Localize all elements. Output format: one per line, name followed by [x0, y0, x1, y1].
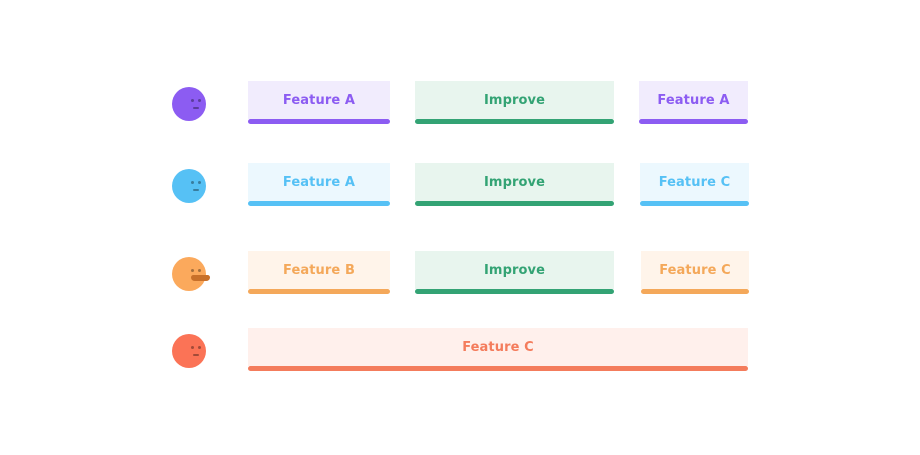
feature-block[interactable]: Feature B [248, 251, 390, 289]
eye [191, 99, 194, 102]
feature-label: Improve [483, 174, 546, 190]
feature-block[interactable]: Improve [415, 81, 614, 119]
feature-bar [415, 119, 614, 124]
feature-bar [248, 201, 390, 206]
mouth [193, 189, 199, 191]
feature-label: Feature A [282, 92, 356, 108]
mustache [191, 275, 210, 281]
feature-block[interactable]: Improve [415, 251, 614, 289]
feature-bar [641, 289, 749, 294]
feature-bar [248, 289, 390, 294]
mouth [193, 354, 199, 356]
feature-block[interactable]: Feature C [640, 163, 749, 201]
feature-block[interactable]: Feature A [248, 163, 390, 201]
feature-label: Improve [483, 262, 546, 278]
feature-block[interactable]: Feature A [639, 81, 748, 119]
mouth [193, 107, 199, 109]
feature-block[interactable]: Feature C [248, 328, 748, 366]
roadmap-row-2: Feature A Improve Feature C [0, 163, 920, 209]
face-icon [172, 87, 206, 121]
feature-bar [639, 119, 748, 124]
feature-label: Feature B [283, 262, 355, 278]
feature-bar [248, 119, 390, 124]
eye [198, 346, 201, 349]
feature-bar [415, 201, 614, 206]
feature-bar [640, 201, 749, 206]
feature-block[interactable]: Improve [415, 163, 614, 201]
feature-bar [415, 289, 614, 294]
feature-label: Feature A [657, 92, 730, 108]
eye [191, 269, 194, 272]
roadmap-row-3: Feature B Improve Feature C [0, 251, 920, 297]
mustache-face-icon [172, 257, 210, 291]
face-icon [172, 169, 206, 203]
feature-label: Feature C [462, 339, 534, 355]
eye [191, 181, 194, 184]
feature-label: Improve [483, 92, 546, 108]
feature-label: Feature C [658, 174, 731, 190]
feature-block[interactable]: Feature C [641, 251, 749, 289]
face-icon [172, 334, 206, 368]
feature-label: Feature A [282, 174, 356, 190]
roadmap-row-4: Feature C [0, 328, 920, 374]
roadmap-row-1: Feature A Improve Feature A [0, 81, 920, 127]
eye [198, 269, 201, 272]
eye [198, 181, 201, 184]
eye [198, 99, 201, 102]
feature-label: Feature C [659, 262, 731, 278]
eye [191, 346, 194, 349]
feature-block[interactable]: Feature A [248, 81, 390, 119]
feature-bar [248, 366, 748, 371]
